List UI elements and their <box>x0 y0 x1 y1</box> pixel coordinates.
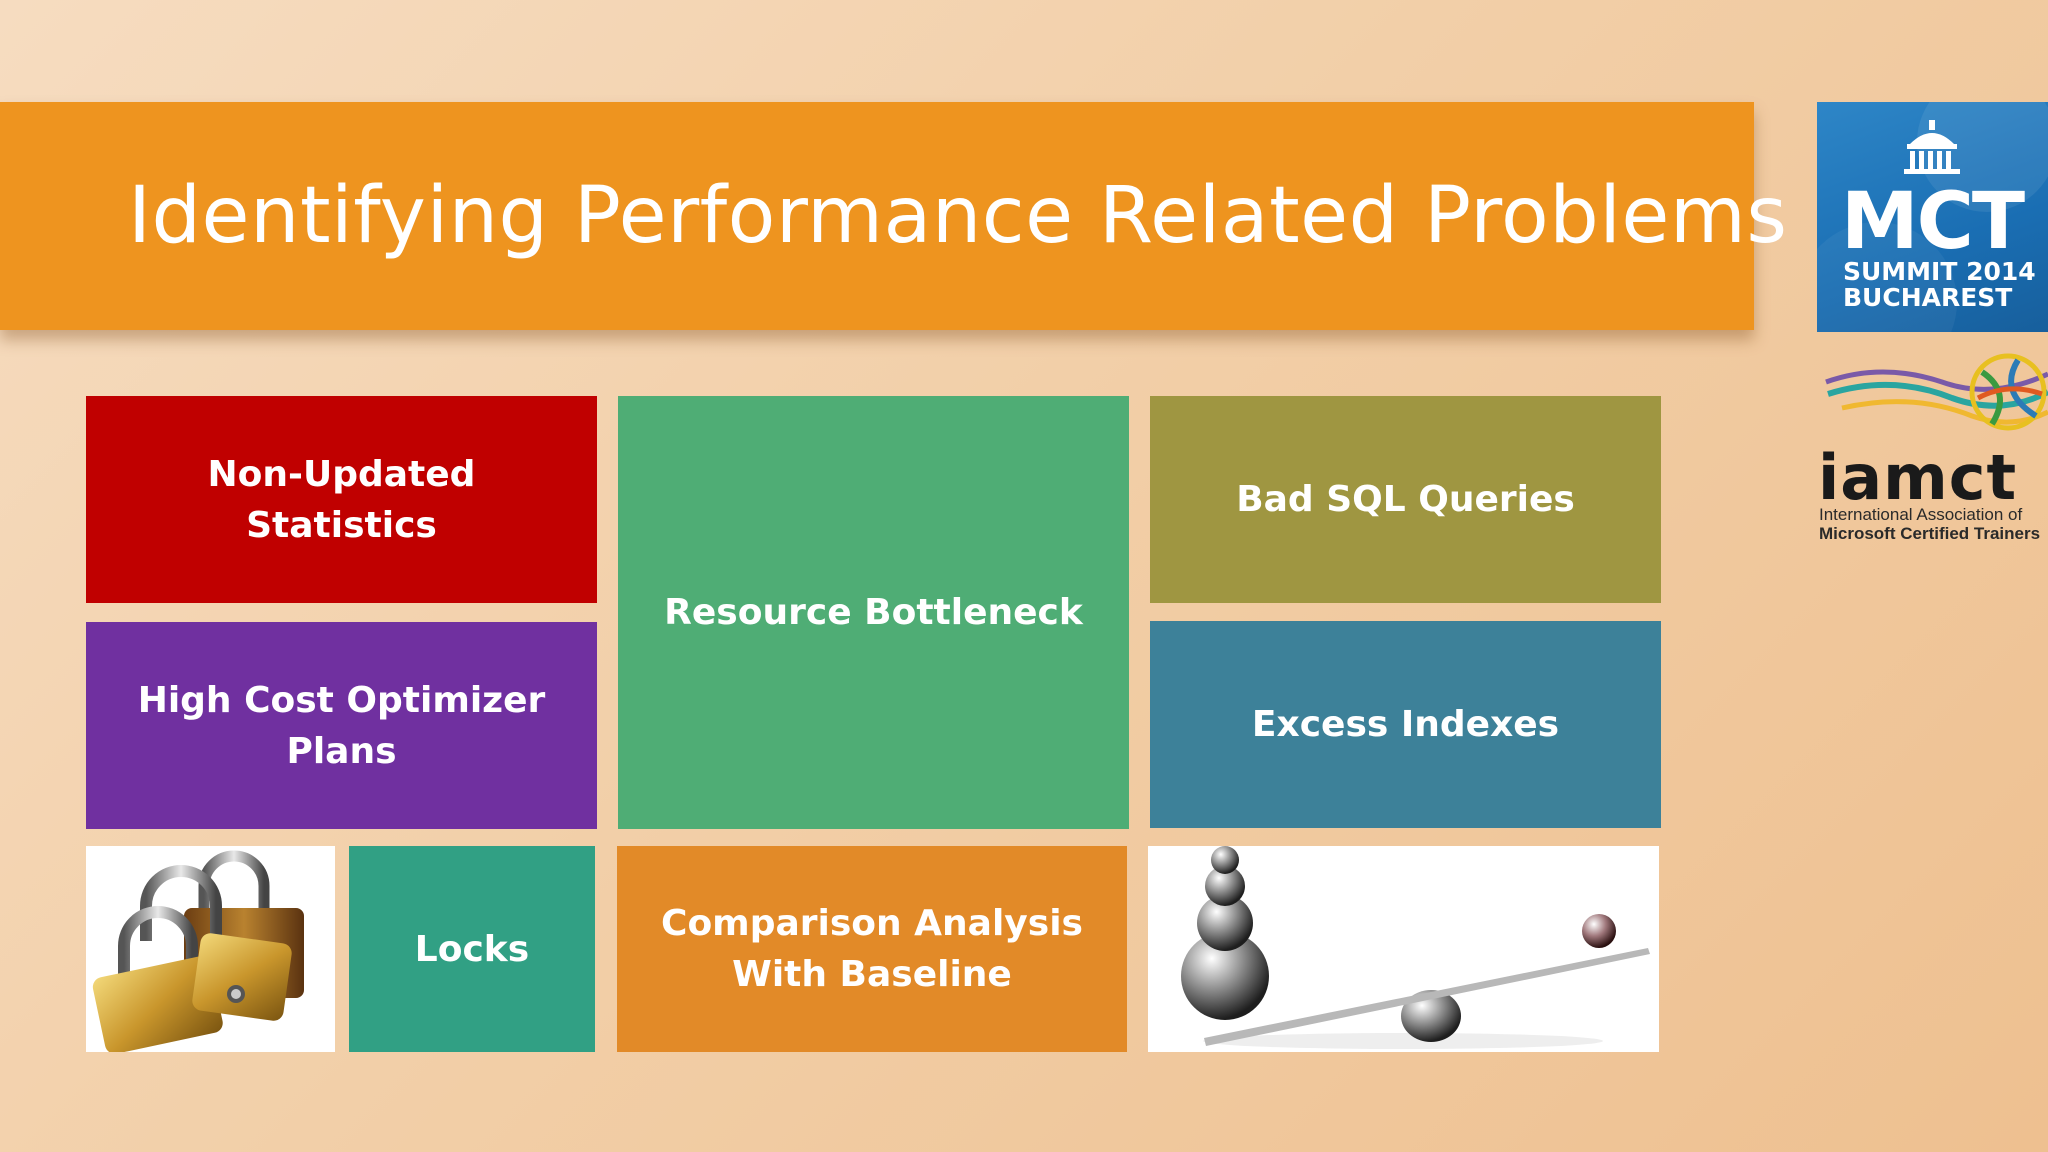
mct-logo-summit: SUMMIT 2014 <box>1843 257 2036 286</box>
tile-label: Excess Indexes <box>1251 704 1560 745</box>
title-bar: Identifying Performance Related Problems <box>0 102 1787 330</box>
mct-logo-city: BUCHAREST <box>1843 283 2013 312</box>
iamct-swoosh-icon <box>1825 353 2048 431</box>
iamct-logo-line2: Microsoft Certified Trainers <box>1819 524 2041 543</box>
tile-high-cost-optimizer-plans: High Cost Optimizer Plans <box>86 622 597 829</box>
tile-non-updated-statistics: Non-Updated Statistics <box>86 396 597 603</box>
mct-logo-text: MCT <box>1841 177 2025 267</box>
mct-summit-logo: MCT SUMMIT 2014 BUCHAREST <box>1817 102 2048 332</box>
tile-bad-sql-queries: Bad SQL Queries <box>1150 396 1661 603</box>
iamct-logo-line1: International Association of <box>1819 505 2023 524</box>
tile-label: Comparison Analysis With Baseline <box>661 903 1083 995</box>
balance-image <box>1148 846 1659 1052</box>
tile-locks: Locks <box>349 846 595 1052</box>
tile-resource-bottleneck: Resource Bottleneck <box>618 396 1129 829</box>
padlocks-icon <box>92 850 304 1052</box>
tile-comparison-analysis: Comparison Analysis With Baseline <box>617 846 1127 1052</box>
iamct-logo-text: iamct <box>1818 441 2018 514</box>
tile-label: Bad SQL Queries <box>1236 479 1575 520</box>
tile-label: Locks <box>414 928 530 970</box>
slide-title: Identifying Performance Related Problems <box>128 171 1788 261</box>
tile-label: High Cost Optimizer Plans <box>137 679 546 772</box>
tile-label: Resource Bottleneck <box>664 592 1083 633</box>
tile-label: Non-Updated Statistics <box>207 453 476 546</box>
building-icon <box>1817 102 2048 332</box>
padlocks-image <box>86 846 335 1052</box>
tile-excess-indexes: Excess Indexes <box>1150 621 1661 828</box>
balance-icon <box>1181 846 1650 1049</box>
